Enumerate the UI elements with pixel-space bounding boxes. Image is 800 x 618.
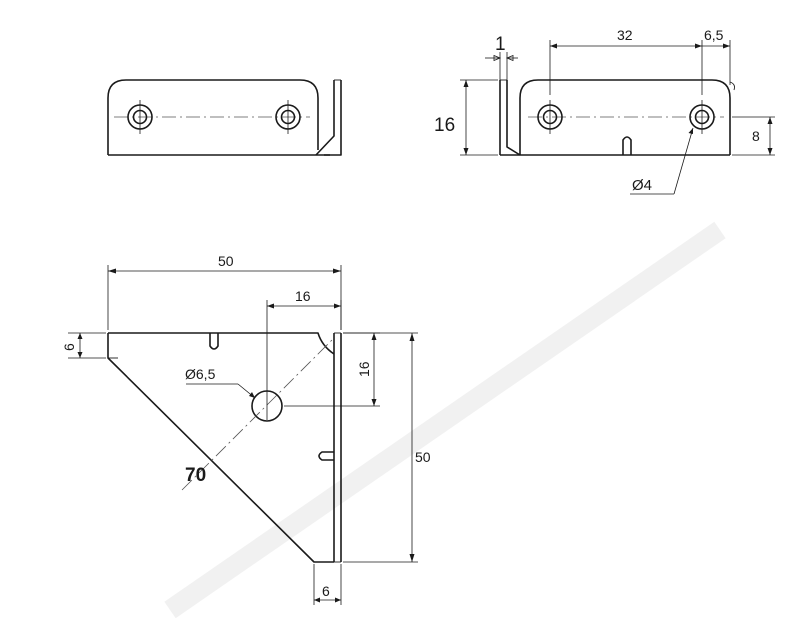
dim-hole-spacing: 32 [617,27,633,43]
dim-hole-offset-top: 16 [295,288,311,304]
dim-hole-large-diameter: Ø6,5 [185,366,216,382]
dim-lip-bottom: 6 [322,583,330,599]
dim-hole-small-diameter: Ø4 [632,177,652,194]
dim-height: 16 [434,115,455,136]
dim-hole-height: 8 [752,128,760,144]
dim-diagonal: 70 [185,465,206,486]
dim-thickness: 1 [495,34,506,55]
front-view-right: 1 32 6,5 16 8 Ø4 [434,27,775,195]
plan-view-triangle: 50 16 6 Ø6,5 16 50 70 [61,221,726,618]
dim-lip-left: 6 [61,343,77,351]
dim-hole-offset-side: 16 [356,361,372,377]
dim-edge-offset: 6,5 [704,27,724,43]
front-view-left [107,79,342,156]
dim-width-top: 50 [218,253,234,269]
dim-height-side: 50 [415,449,431,465]
